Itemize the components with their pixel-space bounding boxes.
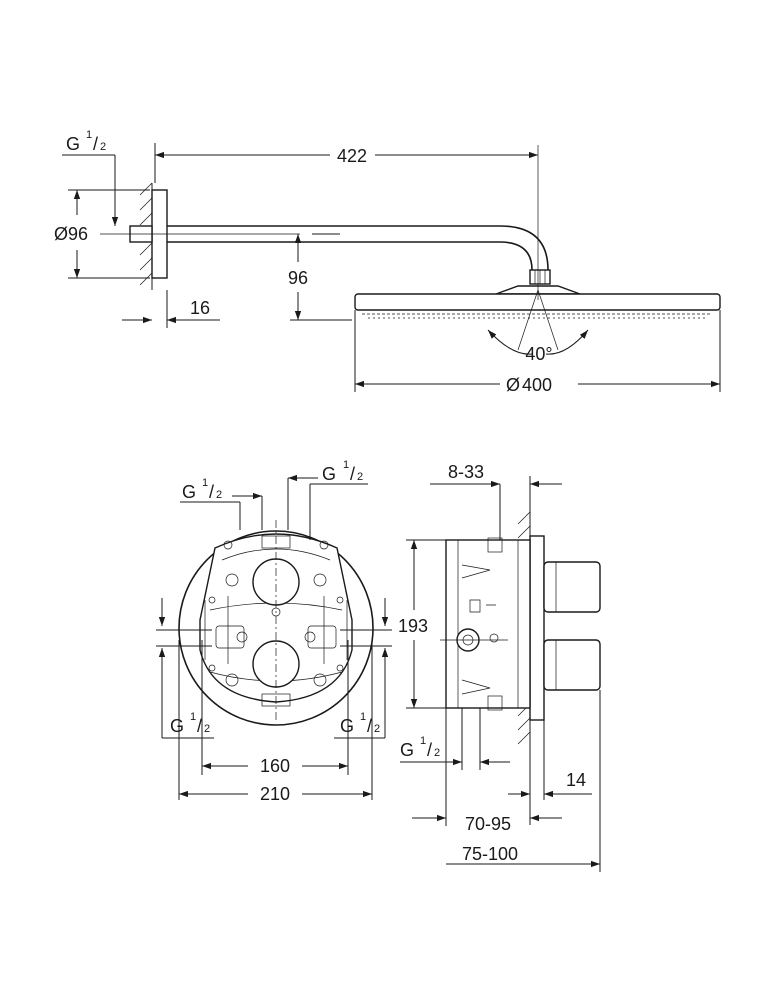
svg-text:G: G — [182, 482, 196, 502]
svg-text:1: 1 — [343, 459, 349, 471]
svg-text:/: / — [427, 740, 432, 760]
drop-height-label: 96 — [288, 268, 308, 288]
wall-range-label: 8-33 — [448, 462, 484, 482]
svg-text:/: / — [93, 134, 98, 154]
outer-diameter-label: 210 — [260, 784, 290, 804]
shower-head — [354, 293, 721, 311]
svg-text:G: G — [170, 716, 184, 736]
cover-plate — [529, 535, 545, 721]
svg-text:2: 2 — [216, 489, 222, 501]
svg-text:/: / — [197, 716, 202, 736]
svg-text:2: 2 — [357, 471, 363, 483]
height-label: 193 — [398, 616, 428, 636]
handle-top — [543, 561, 601, 613]
mixer-body-side-view — [440, 511, 601, 745]
svg-text:2: 2 — [204, 723, 210, 735]
svg-text:2: 2 — [374, 723, 380, 735]
svg-text:1: 1 — [202, 477, 208, 489]
depth-range-2-label: 75-100 — [462, 844, 518, 864]
svg-text:G: G — [400, 740, 414, 760]
svg-text:/: / — [350, 464, 355, 484]
side-dimensions: 8-33 193 G 1 / 2 14 70-95 75-100 — [398, 462, 601, 872]
mixer-body-front-view — [178, 520, 374, 726]
shower-arm-side-view — [129, 145, 721, 319]
svg-text:G: G — [340, 716, 354, 736]
spray-nozzles — [362, 313, 712, 319]
depth-range-1-label: 70-95 — [465, 814, 511, 834]
shower-arm — [167, 225, 549, 272]
arm-length-label: 422 — [337, 146, 367, 166]
plate-depth-label: 14 — [566, 770, 586, 790]
head-diameter-label: Ø 400 — [506, 375, 552, 395]
svg-text:400: 400 — [522, 375, 552, 395]
inner-spacing-label: 160 — [260, 756, 290, 776]
thread-label-front-top-left: G 1 / 2 — [182, 477, 222, 502]
svg-text:1: 1 — [190, 711, 196, 723]
concealed-body — [445, 539, 531, 709]
mounting-screws — [208, 540, 344, 672]
thread-label-top: G 1 / 2 — [66, 129, 106, 154]
handle-bottom — [543, 639, 601, 691]
thread-label-front-top-right: G 1 / 2 — [322, 459, 363, 484]
wall-depth-label: 16 — [190, 298, 210, 318]
svg-text:/: / — [209, 482, 214, 502]
thread-label-front-bottom-right: G 1 / 2 — [340, 711, 380, 736]
front-dimensions: G 1 / 2 G 1 / 2 G 1 / 2 — [156, 459, 392, 804]
svg-text:1: 1 — [360, 711, 366, 723]
thread-label-front-bottom-left: G 1 / 2 — [170, 711, 210, 736]
valve-opening-top — [252, 558, 300, 606]
svg-text:/: / — [367, 716, 372, 736]
flange-diameter-label: Ø96 — [54, 224, 88, 244]
svg-text:2: 2 — [100, 141, 106, 153]
svg-text:1: 1 — [420, 735, 426, 747]
svg-text:1: 1 — [86, 129, 92, 141]
svg-text:G: G — [66, 134, 80, 154]
top-dimensions: 422 G 1 / 2 Ø96 96 16 40° — [54, 129, 721, 395]
thread-label-side: G 1 / 2 — [400, 735, 440, 760]
svg-text:Ø: Ø — [506, 375, 520, 395]
spray-angle-label: 40° — [525, 344, 552, 364]
svg-text:G: G — [322, 464, 336, 484]
svg-text:2: 2 — [434, 747, 440, 759]
